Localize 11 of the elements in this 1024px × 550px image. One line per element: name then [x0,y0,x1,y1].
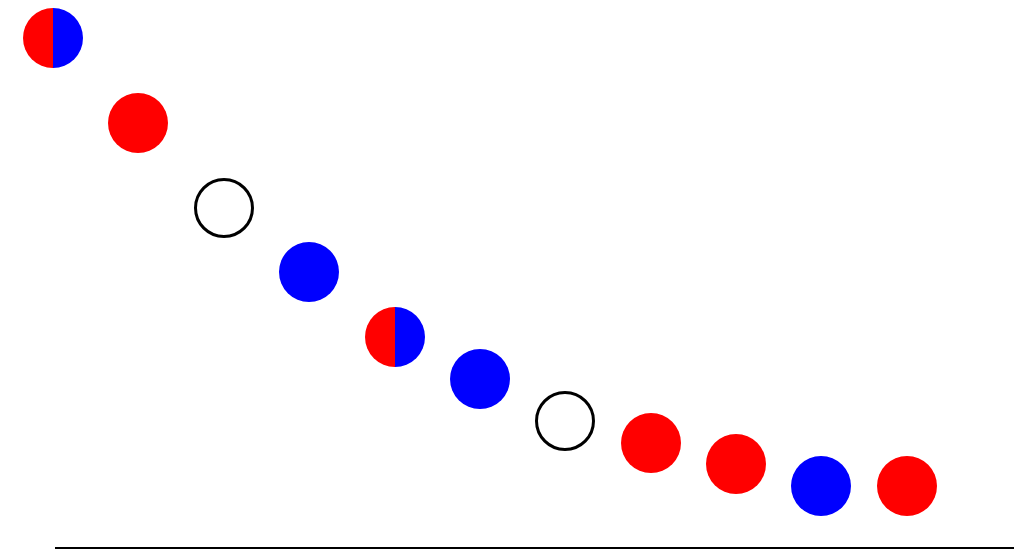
circle-marker [365,307,425,367]
circle-marker [535,391,595,451]
circle-marker [194,178,254,238]
circle-marker [791,456,851,516]
circle-marker [621,413,681,473]
circle-marker [279,242,339,302]
circle-marker [706,434,766,494]
circle-marker [450,349,510,409]
circle-marker [108,93,168,153]
circle-marker [877,456,937,516]
circle-marker [23,8,83,68]
